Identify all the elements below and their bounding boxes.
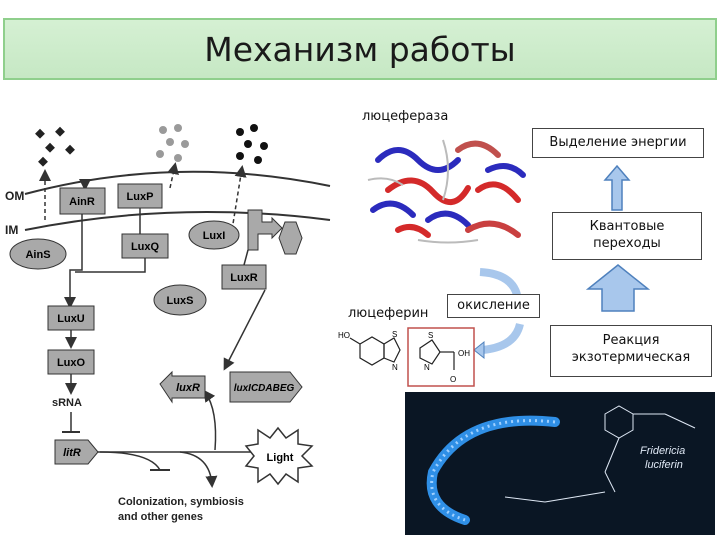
ainr-label: AinR: [69, 196, 95, 208]
svg-text:S: S: [392, 330, 397, 339]
fridericia-luciferin-photo: Fridericia luciferin: [405, 392, 715, 535]
svg-text:N: N: [392, 363, 398, 372]
reaction-line-2: экзотермическая: [571, 350, 691, 365]
luciferin-structure: HO S N S N OH O: [338, 327, 475, 387]
glowing-worm-image: Fridericia luciferin: [426, 405, 696, 525]
ainr-node: [59, 187, 106, 215]
output-line-1: Colonization, symbiosis: [118, 496, 244, 508]
luxs-node: [153, 284, 207, 316]
luxq-label: LuxQ: [131, 241, 160, 253]
oxidation-text: окисление: [457, 298, 530, 313]
luxi-label: LuxI: [203, 230, 226, 242]
luxr-label: LuxR: [230, 272, 258, 284]
quantum-transitions-box: Квантовые переходы: [552, 212, 702, 260]
title-bar: Механизм работы: [3, 18, 717, 80]
luxr-receptor-shape: [247, 209, 283, 251]
luxicdabeg-gene: [229, 371, 303, 403]
svg-text:O: O: [450, 375, 456, 384]
luxs-label: LuxS: [167, 295, 194, 307]
photo-caption-line-2: luciferin: [645, 459, 683, 471]
up-arrow-icon: [603, 164, 631, 211]
wide-up-arrow-icon: [586, 264, 650, 312]
quantum-line-2: переходы: [593, 236, 661, 251]
luciferase-label: люцефераза: [362, 109, 449, 124]
luciferase-protein-image: [367, 139, 526, 244]
energy-release-box: Выделение энергии: [532, 128, 704, 158]
photo-caption-line-1: Fridericia: [640, 445, 685, 457]
luxo-label: LuxO: [57, 357, 86, 369]
luxr-gene-label: luxR: [176, 382, 200, 394]
luxu-label: LuxU: [57, 313, 85, 325]
ains-node: [9, 238, 67, 270]
luxp-label: LuxP: [127, 191, 154, 203]
exothermic-reaction-box: Реакция экзотермическая: [550, 325, 712, 377]
energy-release-text: Выделение энергии: [549, 135, 687, 150]
luxi-node: [188, 220, 240, 250]
svg-text:OH: OH: [458, 349, 470, 358]
output-line-2: and other genes: [118, 511, 203, 523]
im-label: IM: [5, 223, 18, 237]
oxidation-box: окисление: [447, 294, 540, 318]
gray-signal-molecules: [156, 124, 189, 162]
diamond-signal-molecules: [35, 126, 75, 167]
luxr-gene: [159, 370, 206, 404]
light-burst-icon: [244, 426, 314, 486]
reaction-line-1: Реакция: [602, 333, 660, 348]
luxp-node: [117, 183, 163, 209]
srna-label: sRNA: [52, 397, 82, 409]
svg-text:HO: HO: [338, 331, 350, 340]
luciferin-label: люцеферин: [348, 306, 429, 321]
light-label: Light: [267, 452, 294, 464]
page-title: Механизм работы: [204, 30, 516, 69]
luxu-node: [47, 305, 95, 331]
inner-membrane: [24, 211, 331, 231]
luxr-complex-shape: [278, 221, 303, 255]
luxicdabeg-label: luxICDABEG: [234, 383, 295, 394]
luxo-node: [47, 349, 95, 375]
ains-label: AinS: [25, 249, 50, 261]
lux-signaling-diagram: OM IM AinR LuxP LuxQ LuxI LuxR AinS LuxS: [5, 124, 331, 523]
om-label: OM: [5, 189, 24, 203]
litr-label: litR: [63, 447, 81, 459]
svg-text:S: S: [428, 331, 433, 340]
black-signal-molecules: [236, 124, 268, 164]
litr-gene: [54, 439, 99, 465]
quantum-line-1: Квантовые: [589, 219, 665, 234]
svg-text:N: N: [424, 363, 430, 372]
